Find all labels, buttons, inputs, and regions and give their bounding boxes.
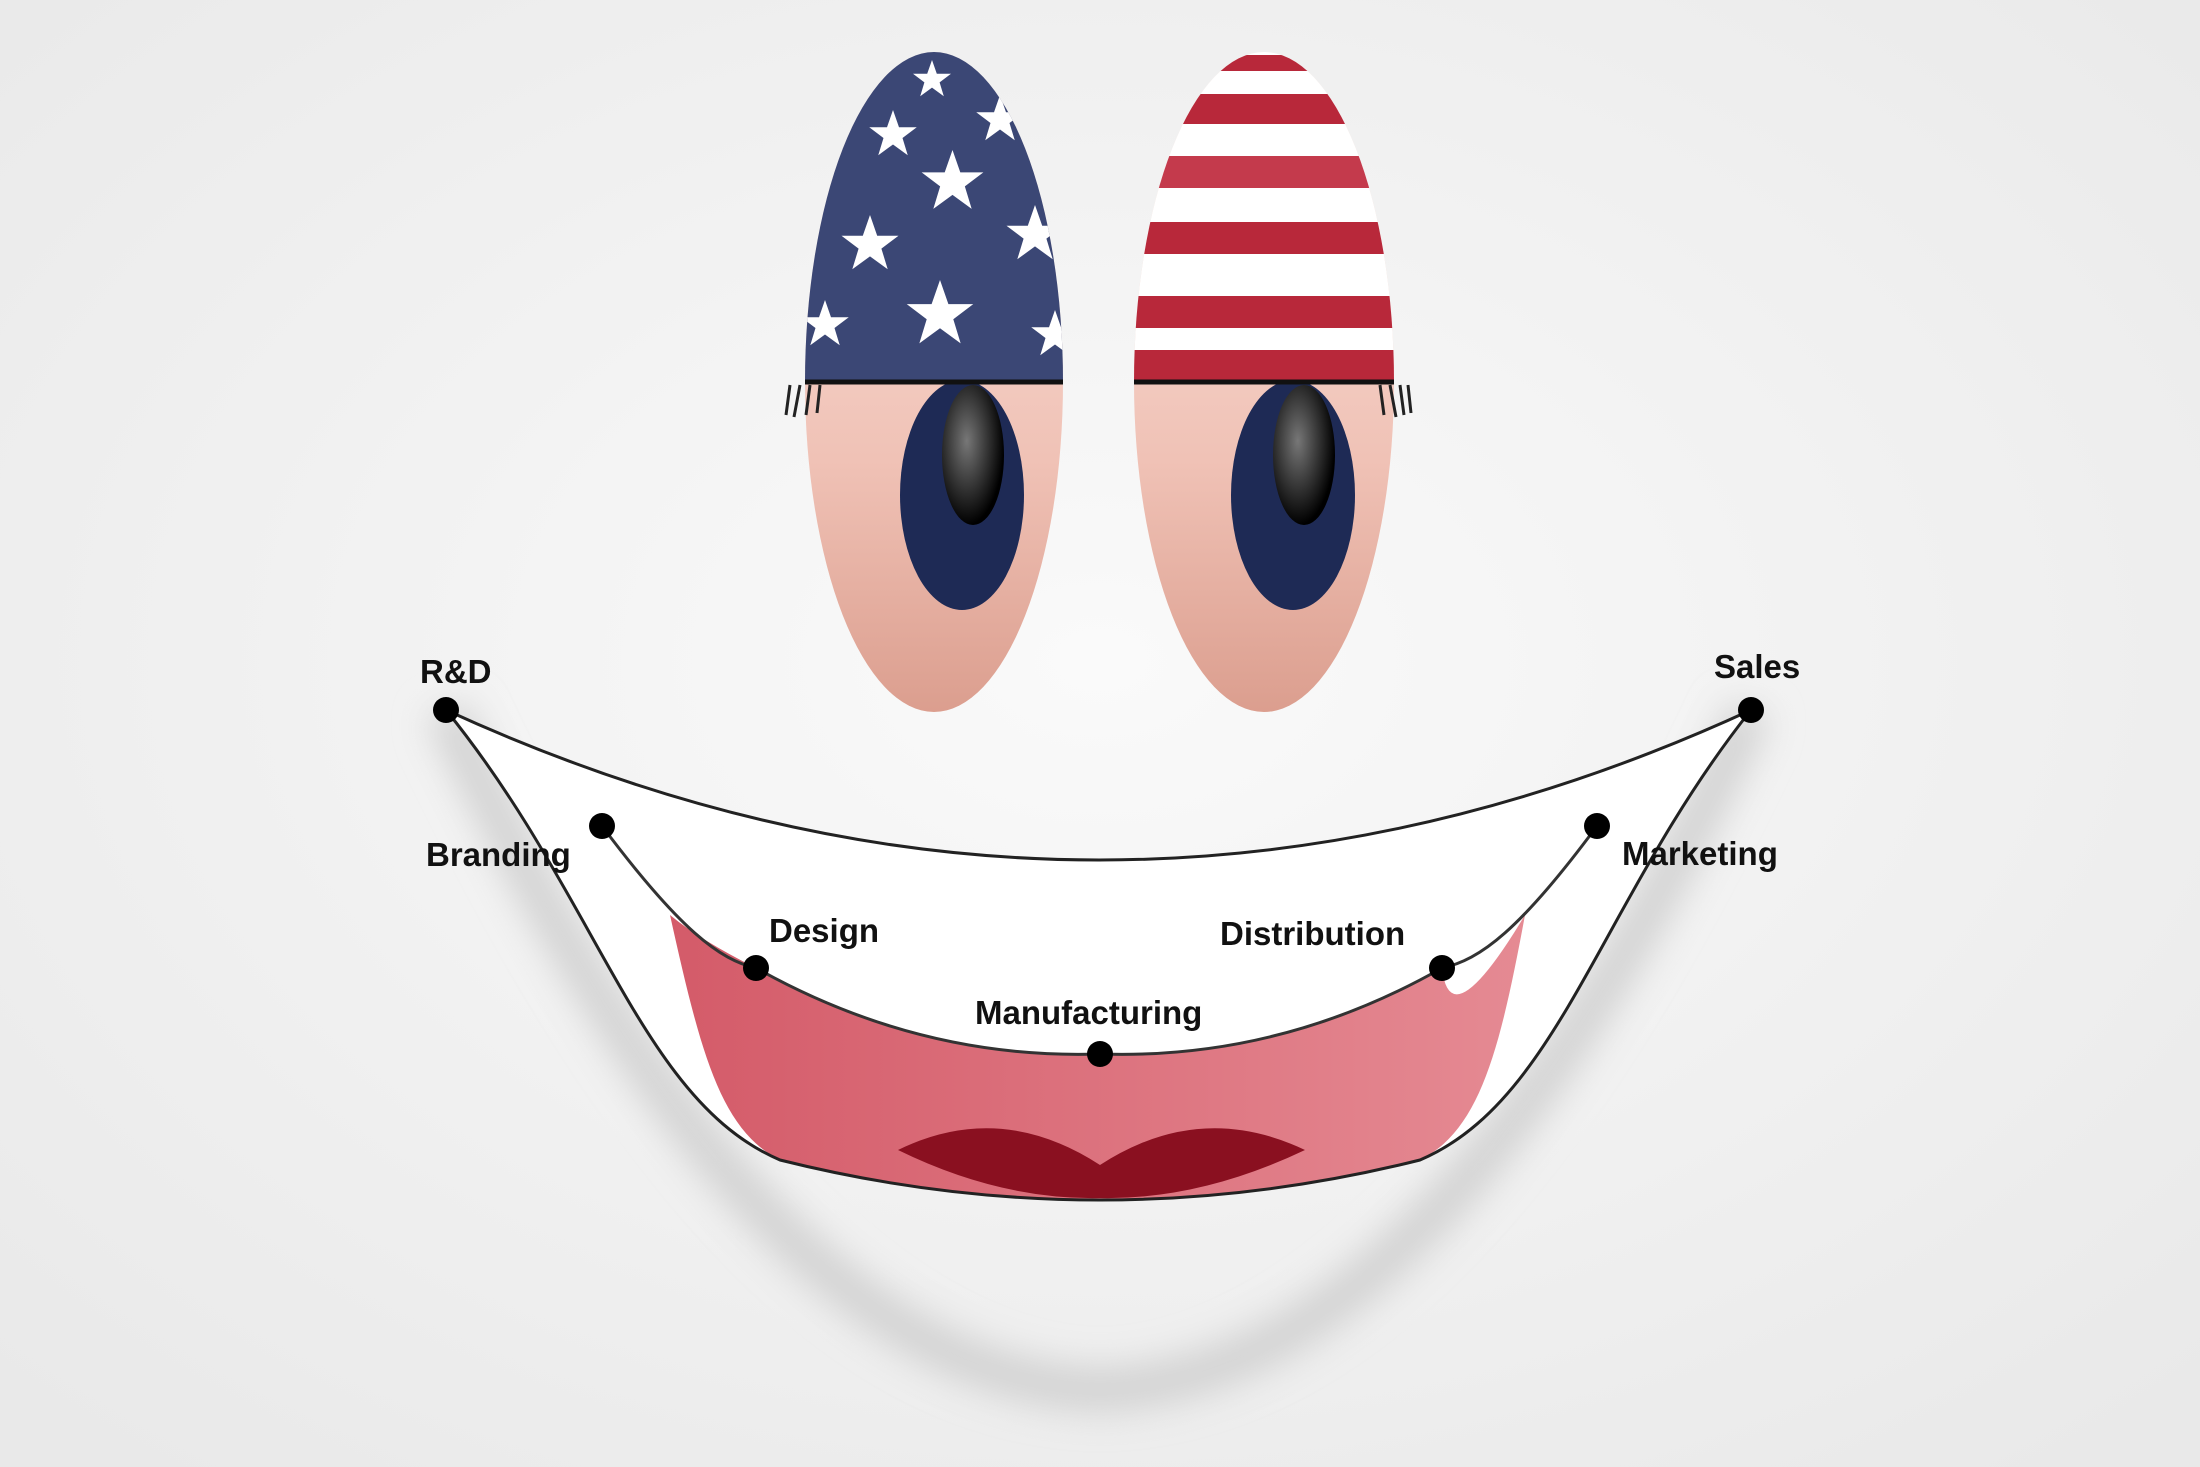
chin-shadow [427, 701, 1770, 1411]
point-branding [589, 813, 615, 839]
left-pupil [942, 385, 1004, 525]
point-marketing [1584, 813, 1610, 839]
left-eyelashes [784, 384, 822, 418]
point-manufacturing [1087, 1041, 1113, 1067]
label-sales: Sales [1714, 648, 1800, 685]
stage-points [433, 697, 1764, 1067]
label-manufacturing: Manufacturing [975, 994, 1202, 1031]
point-distribution [1429, 955, 1455, 981]
label-branding: Branding [426, 836, 571, 873]
right-eyelashes [1378, 384, 1413, 418]
tongue [898, 1128, 1305, 1199]
left-eye [805, 52, 1063, 712]
point-sales [1738, 697, 1764, 723]
point-rnd [433, 697, 459, 723]
label-distribution: Distribution [1220, 915, 1405, 952]
right-pupil [1273, 385, 1335, 525]
label-design: Design [769, 912, 879, 949]
label-marketing: Marketing [1622, 835, 1778, 872]
label-rnd: R&D [420, 653, 492, 690]
point-design [743, 955, 769, 981]
